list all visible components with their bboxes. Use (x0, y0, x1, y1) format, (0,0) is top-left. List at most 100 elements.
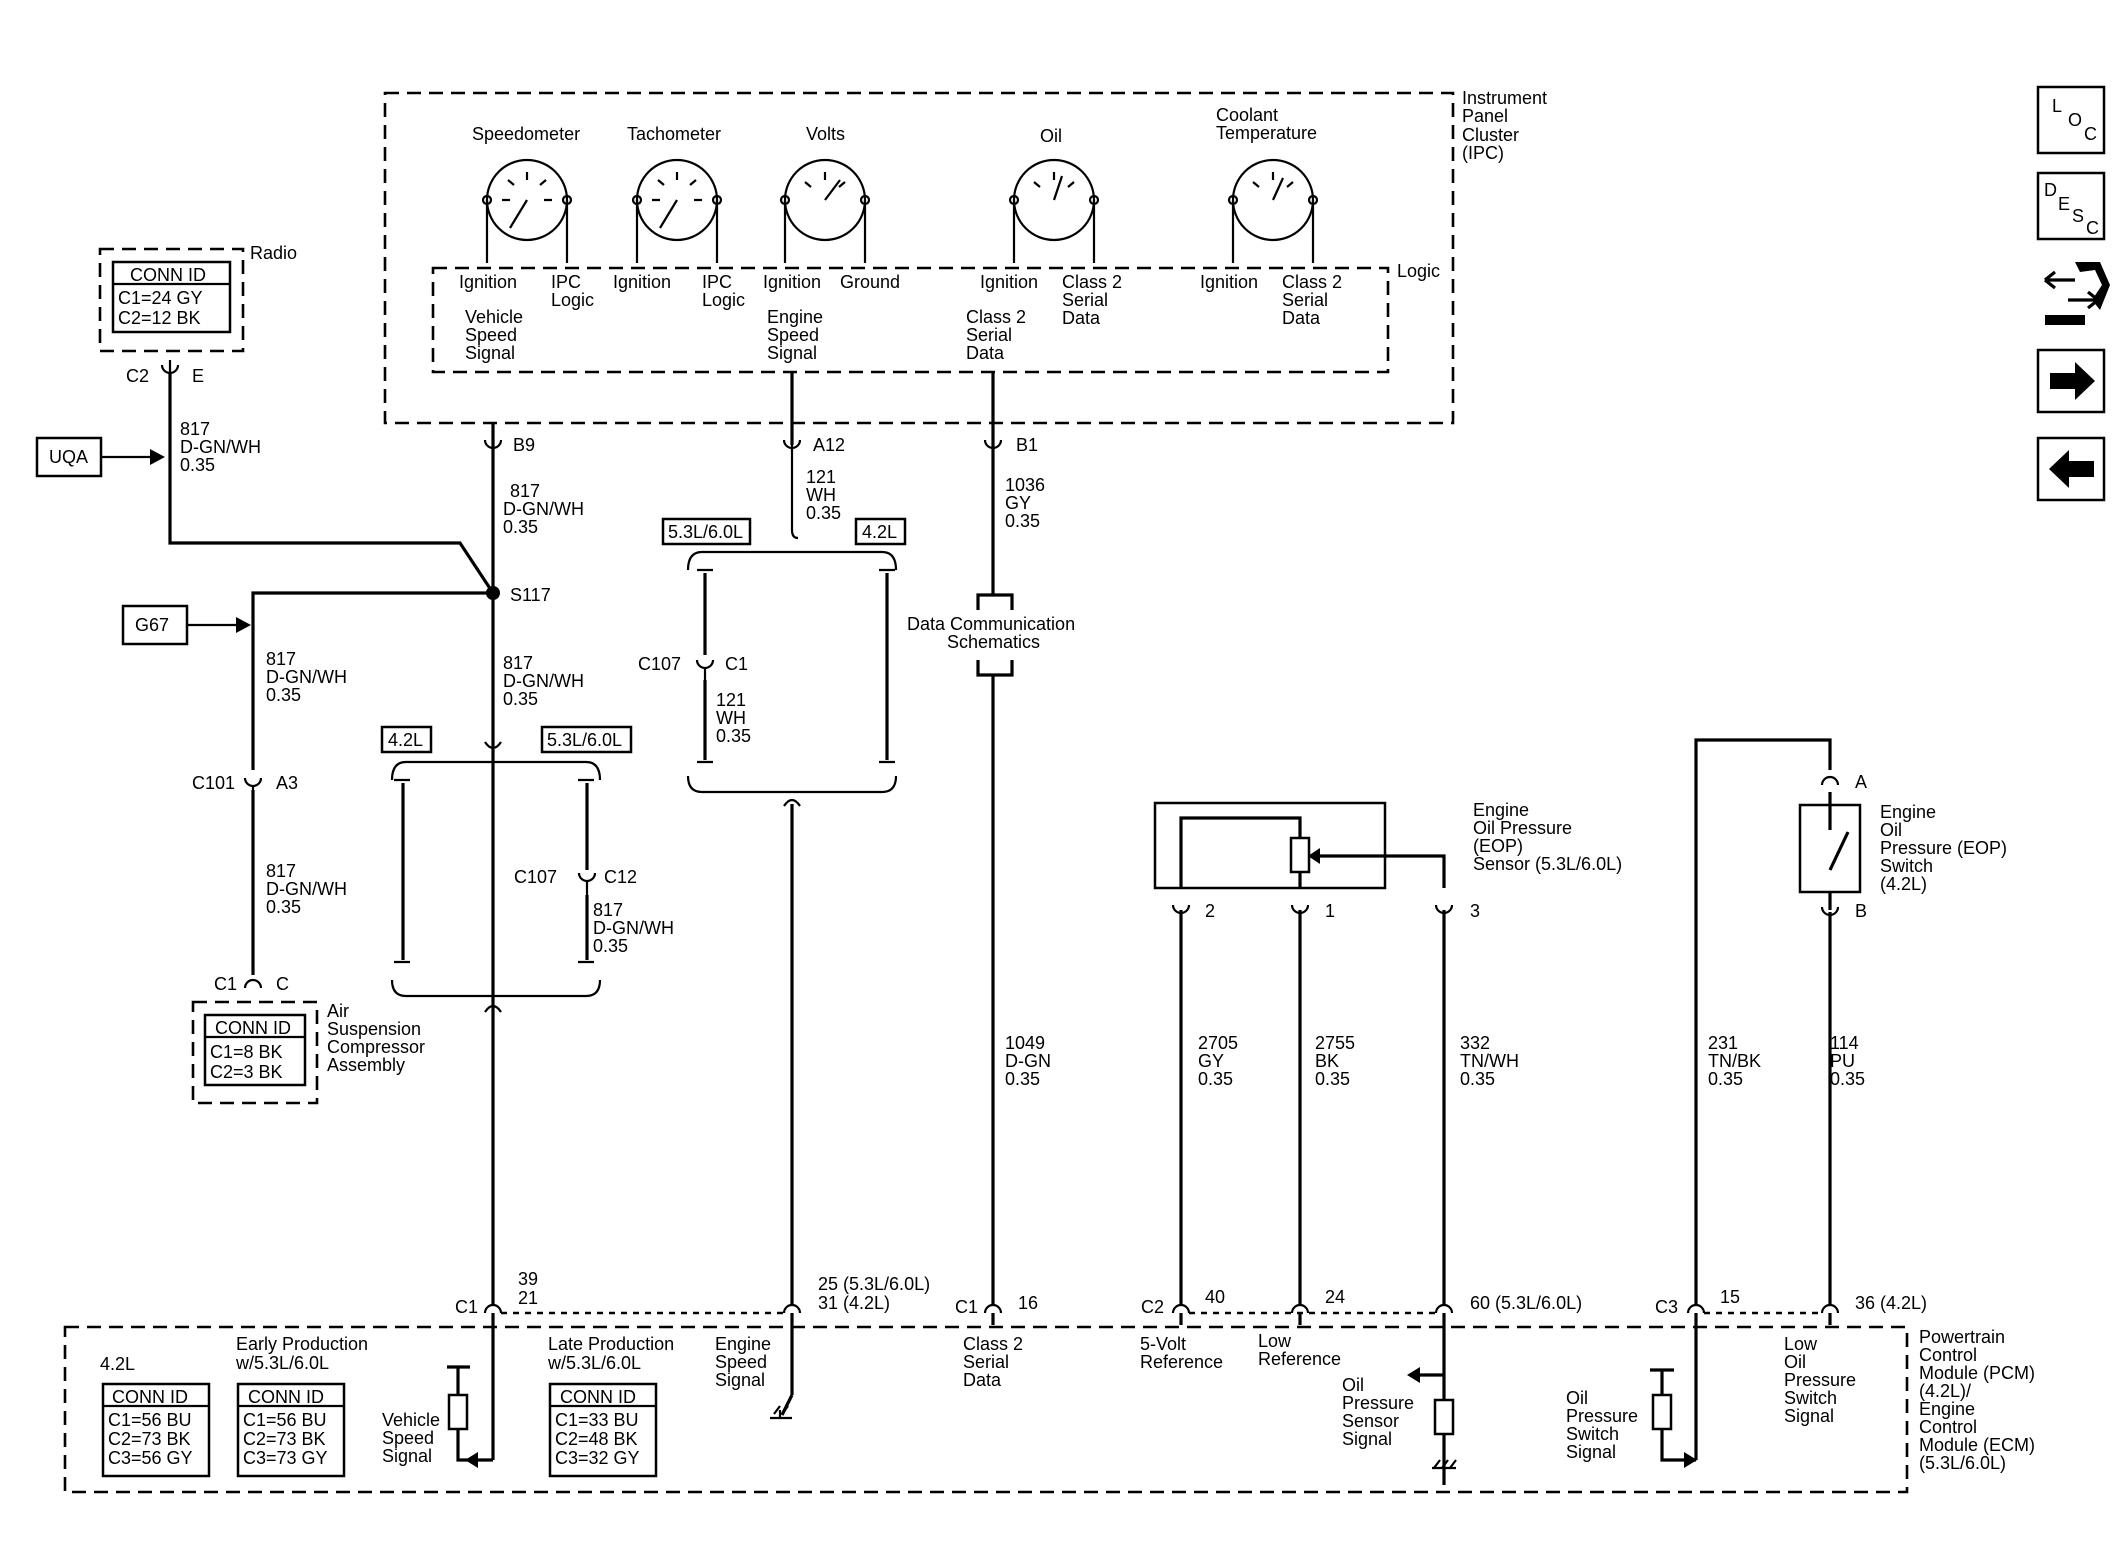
eop-pin-2: 2 (1205, 901, 1215, 921)
connector-c107: C107 (638, 654, 681, 674)
wire-817-label-3: 0.35 (503, 517, 538, 537)
ignition-label: Ignition (1200, 272, 1258, 292)
wire-1036-label-1: 1036 (1005, 475, 1045, 495)
tag-42: 4.2L (862, 522, 897, 542)
eop-switch-title-2: Oil (1880, 820, 1902, 840)
eop-sensor-title-3: (EOP) (1473, 836, 1523, 856)
next-arrow-button[interactable] (2036, 348, 2106, 414)
pcm-vref-1: 5-Volt (1140, 1334, 1186, 1354)
tag-53: 5.3L/6.0L (547, 730, 622, 750)
ignition-label: Ignition (613, 272, 671, 292)
vss-label-3: Signal (465, 343, 515, 363)
pcm-title-2: Control (1919, 1345, 1977, 1365)
desc-icon-e: E (2058, 194, 2070, 214)
eop-switch-title-4: Switch (1880, 856, 1933, 876)
pcm-conn0-line-3: C3=56 GY (108, 1448, 193, 1468)
pcm-conn0-line-2: C2=73 BK (108, 1429, 191, 1449)
previous-arrow-button[interactable] (2036, 436, 2106, 502)
radio-conn-id: CONN ID (130, 265, 206, 285)
wire-2705-label-1: 2705 (1198, 1033, 1238, 1053)
radio-conn-line-2: C2=12 BK (118, 308, 201, 328)
air-conn-id: CONN ID (215, 1018, 291, 1038)
wire-2755-label-1: 2755 (1315, 1033, 1355, 1053)
pcm-pin-21: 21 (518, 1288, 538, 1308)
wire-121-label-2: WH (806, 485, 836, 505)
g67-option-box: G67 (121, 604, 251, 646)
radio-conn-line-1: C1=24 GY (118, 288, 203, 308)
loc-icon-l: L (2052, 96, 2062, 116)
arrow-left-icon (2049, 450, 2094, 488)
radio-connector: CONN ID C1=24 GY C2=12 BK Radio C2 E (98, 243, 297, 386)
wire-332-label-2: TN/WH (1460, 1051, 1519, 1071)
schematic-tools-icon[interactable] (2044, 262, 2110, 325)
ipc-logic-pin-2: Logic (702, 290, 745, 310)
wire-817-label-2: D-GN/WH (503, 499, 584, 519)
ipc-title-3: Cluster (1462, 125, 1519, 145)
oil-gauge-icon (1008, 158, 1100, 263)
eop-sensor-title-4: Sensor (5.3L/6.0L) (1473, 854, 1622, 874)
ipc-logic-label: Logic (1397, 261, 1440, 281)
volts-label: Volts (806, 124, 845, 144)
pcm-vss-1: Vehicle (382, 1410, 440, 1430)
desc-icon-c: C (2086, 218, 2099, 238)
engine-option-branch-left: 4.2L 5.3L/6.0L C107 C12 817 D-GN/WH 0.35 (380, 725, 674, 1013)
coolant-gauge-icon (1227, 158, 1319, 263)
wire-817-label-2: D-GN/WH (266, 667, 347, 687)
eop-sensor-title-2: Oil Pressure (1473, 818, 1572, 838)
air-title-2: Suspension (327, 1019, 421, 1039)
radio-label: Radio (250, 243, 297, 263)
wire-817-label-3: 0.35 (180, 455, 215, 475)
eop-switch: A B Engine Oil Pressure (EOP) Switch (4.… (1694, 738, 2007, 1305)
nav-loc-button[interactable]: L O C (2036, 85, 2106, 155)
wire-2755-label-3: 0.35 (1315, 1069, 1350, 1089)
pcm-conn1-line-2: C2=73 BK (243, 1429, 326, 1449)
pcm-conn1-line-1: C1=56 BU (243, 1410, 327, 1430)
pcm-ess-2: Speed (715, 1352, 767, 1372)
connector-c12: C12 (604, 867, 637, 887)
pcm-conn2-title-2: w/5.3L/6.0L (547, 1353, 641, 1373)
pcm-ops-2: Pressure (1342, 1393, 1414, 1413)
nav-desc-button[interactable]: D E S C (2036, 171, 2106, 241)
pcm-lows-4: Switch (1784, 1388, 1837, 1408)
coolant-label-2: Temperature (1216, 123, 1317, 143)
loc-icon-o: O (2068, 110, 2082, 130)
speedometer-icon (481, 158, 573, 263)
class2-pin-1: Class 2 (1282, 272, 1342, 292)
class2-pin-2: Serial (1282, 290, 1328, 310)
pcm-pin-25: 25 (5.3L/6.0L) (818, 1274, 930, 1294)
pcm-vss-3: Signal (382, 1446, 432, 1466)
pcm-pin-31: 31 (4.2L) (818, 1293, 890, 1313)
ess-label-2: Speed (767, 325, 819, 345)
pcm-pin-24: 24 (1325, 1287, 1345, 1307)
wire-114-label-2: PU (1830, 1051, 1855, 1071)
tag-53: 5.3L/6.0L (668, 522, 743, 542)
c2d-label-1: Class 2 (966, 307, 1026, 327)
uqa-option-box: UQA (35, 436, 165, 478)
wire-121-circuit: A12 121 WH 0.35 5.3L/6.0L 4.2L C107 C1 1… (638, 372, 907, 1305)
wire-1049-label-1: 1049 (1005, 1033, 1045, 1053)
pcm-lows-2: Oil (1784, 1352, 1806, 1372)
pcm-title-6: Control (1919, 1417, 1977, 1437)
pcm-title-5: Engine (1919, 1399, 1975, 1419)
air-conn-line-1: C1=8 BK (210, 1042, 283, 1062)
pcm-ess-3: Signal (715, 1370, 765, 1390)
pcm-conn1-id: CONN ID (248, 1387, 324, 1407)
loc-icon-c: C (2084, 124, 2097, 144)
switch-pin-a: A (1855, 772, 1867, 792)
pcm-conn2-line-2: C2=48 BK (555, 1429, 638, 1449)
wire-231-label-2: TN/BK (1708, 1051, 1761, 1071)
eop-pin-3: 3 (1470, 901, 1480, 921)
pcm-osw-2: Pressure (1566, 1406, 1638, 1426)
arrow-right-icon (2050, 362, 2095, 400)
data-comm-label-2: Schematics (947, 632, 1040, 652)
wire-817-label-3: 0.35 (503, 689, 538, 709)
pcm-ops-4: Signal (1342, 1429, 1392, 1449)
ess-label-1: Engine (767, 307, 823, 327)
vss-label-1: Vehicle (465, 307, 523, 327)
pcm-conn0-title: 4.2L (100, 1354, 135, 1374)
wire-1049-label-3: 0.35 (1005, 1069, 1040, 1089)
pcm-ops-1: Oil (1342, 1375, 1364, 1395)
speedometer-label: Speedometer (472, 124, 580, 144)
pcm-ess-1: Engine (715, 1334, 771, 1354)
pcm-pin-40: 40 (1205, 1287, 1225, 1307)
